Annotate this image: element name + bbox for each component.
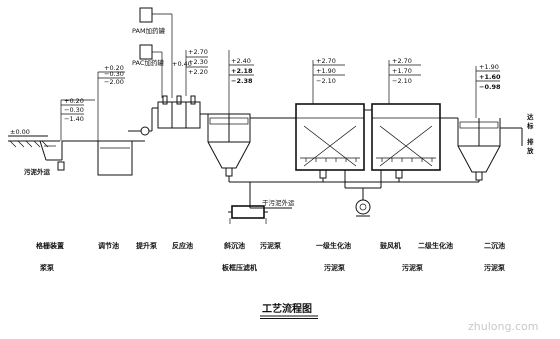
oxidation-tank-1: +2.70 +1.90 −2.10 xyxy=(295,57,372,179)
level-reaction-4: +0.40 xyxy=(172,60,192,68)
equalization-tank: +0.20 −0.30 −2.00 xyxy=(62,64,145,176)
level-screen-1: +0.20 xyxy=(64,97,84,105)
level-eq-1: +0.20 xyxy=(104,64,124,72)
pac-label: PAC加药罐 xyxy=(132,58,164,67)
sludge-transport-label: 干污泥外运 xyxy=(262,198,295,207)
level-ground: ±0.00 xyxy=(10,128,30,136)
oxidation-tank-2: +2.70 +1.70 −2.10 xyxy=(371,57,458,179)
level-ox1-1: +2.70 xyxy=(316,57,336,65)
caption-clarifier: 二沉池 xyxy=(484,241,505,250)
settling-tank: +2.40 +2.18 −2.38 xyxy=(207,50,296,177)
level-eq-3: −2.00 xyxy=(104,78,124,86)
captions-row-1: 格栅装置 调节池 提升泵 反应池 斜沉池 污泥泵 一级生化池 鼓风机 二级生化池… xyxy=(36,241,505,250)
caption-sludge-pump: 污泥泵 xyxy=(260,241,281,250)
screen-device: +0.20 −0.30 −1.40 污泥外运 xyxy=(24,97,95,176)
outfall-char-3: 排 xyxy=(527,137,534,146)
level-screen-3: −1.40 xyxy=(64,115,84,123)
pam-label: PAM加药罐 xyxy=(132,26,166,35)
caption-reaction: 反应池 xyxy=(172,241,193,250)
level-reaction-2: +2.30 xyxy=(188,58,208,66)
level-ox2-1: +2.70 xyxy=(392,57,412,65)
outfall-annotation: 达 标 排 放 xyxy=(526,112,534,155)
pam-tank: PAM加药罐 xyxy=(132,7,173,98)
caption-sludge-pump-3: 污泥泵 xyxy=(402,263,423,272)
reaction-tanks: +2.70 +2.30 +2.20 +0.40 xyxy=(157,48,208,129)
level-ox1-3: −2.10 xyxy=(316,77,336,85)
level-reaction-3: +2.20 xyxy=(188,68,208,76)
level-ox2-2: +1.70 xyxy=(392,67,412,75)
sludge-outlet-label: 污泥外运 xyxy=(24,167,51,176)
pac-tank: PAC加药罐 xyxy=(132,44,164,98)
outfall-char-4: 放 xyxy=(526,146,534,155)
level-reaction-1: +2.70 xyxy=(188,48,208,56)
caption-settling: 斜沉池 xyxy=(223,241,245,250)
ground-level: ±0.00 xyxy=(8,128,60,148)
title-text: 工艺流程图 xyxy=(262,302,312,315)
captions-row-2: 浆泵 板框压滤机 污泥泵 污泥泵 污泥泵 xyxy=(40,263,505,272)
caption-sludge-pump-4: 污泥泵 xyxy=(484,263,505,272)
caption-ox1: 一级生化池 xyxy=(316,241,351,250)
level-settling-1: +2.40 xyxy=(231,57,251,65)
level-ox2-3: −2.10 xyxy=(392,77,412,85)
sludge-system: 干污泥外运 xyxy=(228,176,480,224)
level-settling-3: −2.38 xyxy=(231,77,253,85)
caption-ox2: 二级生化池 xyxy=(418,241,453,250)
secondary-clarifier: +1.90 +1.60 −0.98 xyxy=(457,63,523,181)
caption-sludge-pump-2: 污泥泵 xyxy=(324,263,345,272)
level-clar-1: +1.90 xyxy=(479,63,499,71)
lift-pump xyxy=(128,107,158,136)
caption-slurry-pump: 浆泵 xyxy=(40,263,54,272)
level-clar-2: +1.60 xyxy=(479,73,501,81)
caption-lift-pump: 提升泵 xyxy=(135,241,157,250)
blower xyxy=(344,170,382,217)
level-eq-2: −0.30 xyxy=(104,70,124,78)
outfall-char-2: 标 xyxy=(526,121,534,130)
caption-filter-press: 板框压滤机 xyxy=(222,263,257,272)
level-settling-2: +2.18 xyxy=(231,67,253,75)
watermark: zhulong.com xyxy=(468,320,538,333)
diagram-title: 工艺流程图 xyxy=(260,302,318,319)
level-ox1-2: +1.90 xyxy=(316,67,336,75)
caption-grid: 格栅装置 xyxy=(36,241,64,250)
level-screen-2: −0.30 xyxy=(64,106,84,114)
outfall-char-1: 达 xyxy=(527,112,534,121)
caption-eq: 调节池 xyxy=(98,241,119,250)
level-clar-3: −0.98 xyxy=(479,83,501,91)
caption-blower: 鼓风机 xyxy=(380,241,401,250)
